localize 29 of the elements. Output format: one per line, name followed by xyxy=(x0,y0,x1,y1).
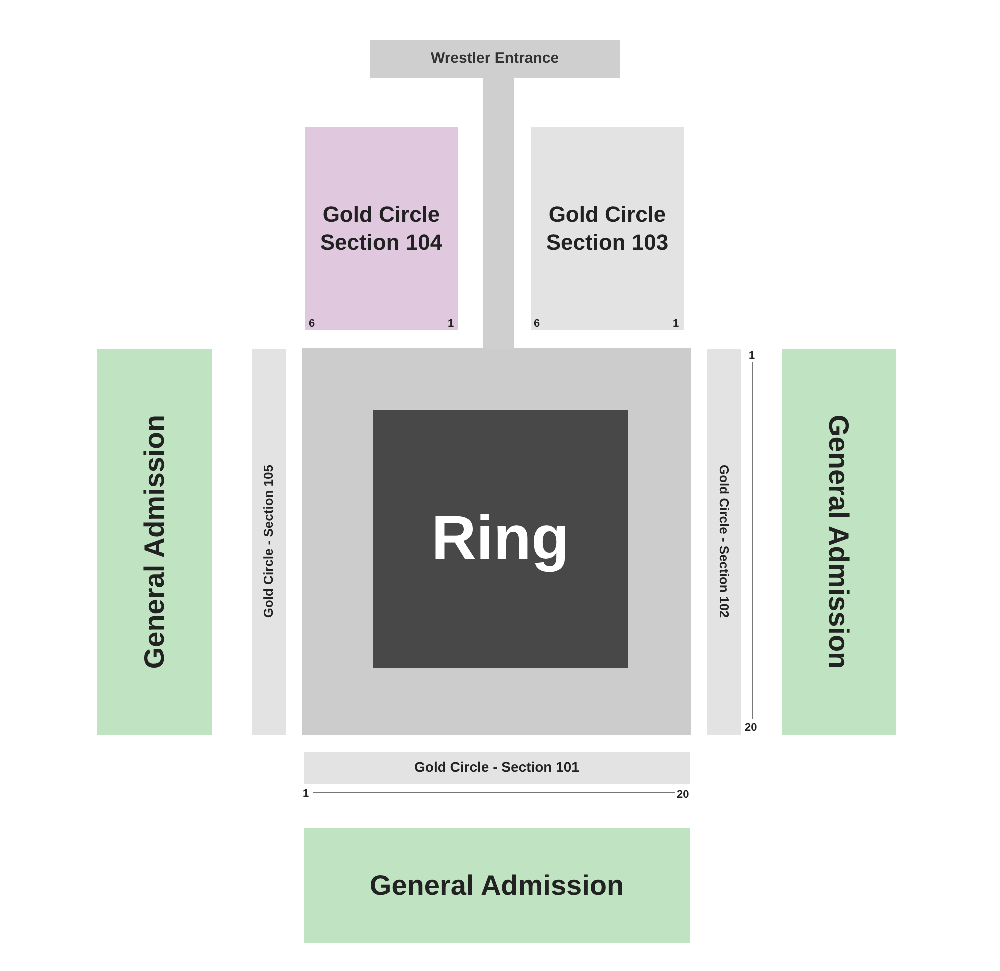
seating-section xyxy=(782,349,896,735)
row-number: 6 xyxy=(309,318,316,330)
entrance-area xyxy=(370,40,620,78)
section-label: Gold Circle Section 104 xyxy=(319,201,444,256)
seating-section xyxy=(304,752,690,784)
row-number: 20 xyxy=(745,722,758,734)
seating-section xyxy=(304,828,690,943)
row-number: 1 xyxy=(448,318,454,330)
row-number: 20 xyxy=(677,789,690,801)
section-label: General Admission xyxy=(822,414,856,670)
section-label: General Admission xyxy=(138,414,171,670)
section-label: Gold Circle - Section 102 xyxy=(716,465,732,619)
area-label: Wrestler Entrance xyxy=(430,50,560,68)
ring-label: Ring xyxy=(432,503,570,576)
section-label: Gold Circle - Section 101 xyxy=(414,759,580,777)
row-number: 1 xyxy=(673,318,680,330)
seating-section xyxy=(707,349,741,735)
ring-area xyxy=(373,410,628,668)
seating-section xyxy=(305,127,458,330)
row-number: 1 xyxy=(303,788,310,800)
seating-section xyxy=(531,127,684,330)
seating-section xyxy=(252,349,286,735)
row-number: 6 xyxy=(534,318,540,330)
section-label: Gold Circle - Section 105 xyxy=(260,465,277,619)
section-label: General Admission xyxy=(370,869,624,903)
section-label: Gold Circle Section 103 xyxy=(545,201,670,256)
floor-area xyxy=(302,348,691,735)
seating-section xyxy=(97,349,212,735)
row-number: 1 xyxy=(749,350,756,362)
